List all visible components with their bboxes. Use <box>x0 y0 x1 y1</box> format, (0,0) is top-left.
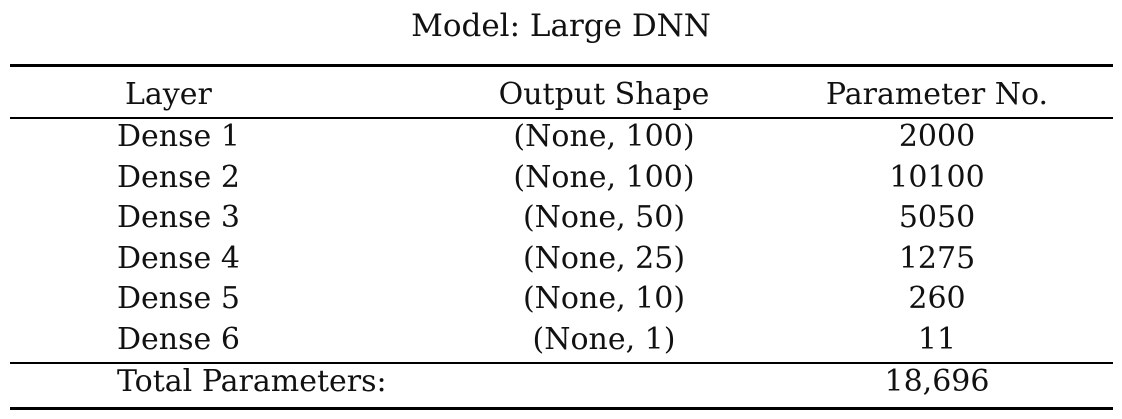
total-rule <box>10 362 1113 364</box>
header-layer: Layer <box>125 77 212 112</box>
bottom-rule <box>10 407 1113 410</box>
layer-cell: Dense 2 <box>117 160 240 195</box>
top-rule <box>10 64 1113 67</box>
table-caption: Model: Large DNN <box>411 8 711 44</box>
layer-cell: Dense 4 <box>117 241 240 276</box>
total-label: Total Parameters: <box>117 364 387 399</box>
layer-cell: Dense 5 <box>117 281 240 316</box>
layer-cell: Dense 1 <box>117 119 240 154</box>
layer-cell: Dense 3 <box>117 200 240 235</box>
layer-cell: Dense 6 <box>117 322 240 357</box>
header-rule <box>10 117 1113 119</box>
